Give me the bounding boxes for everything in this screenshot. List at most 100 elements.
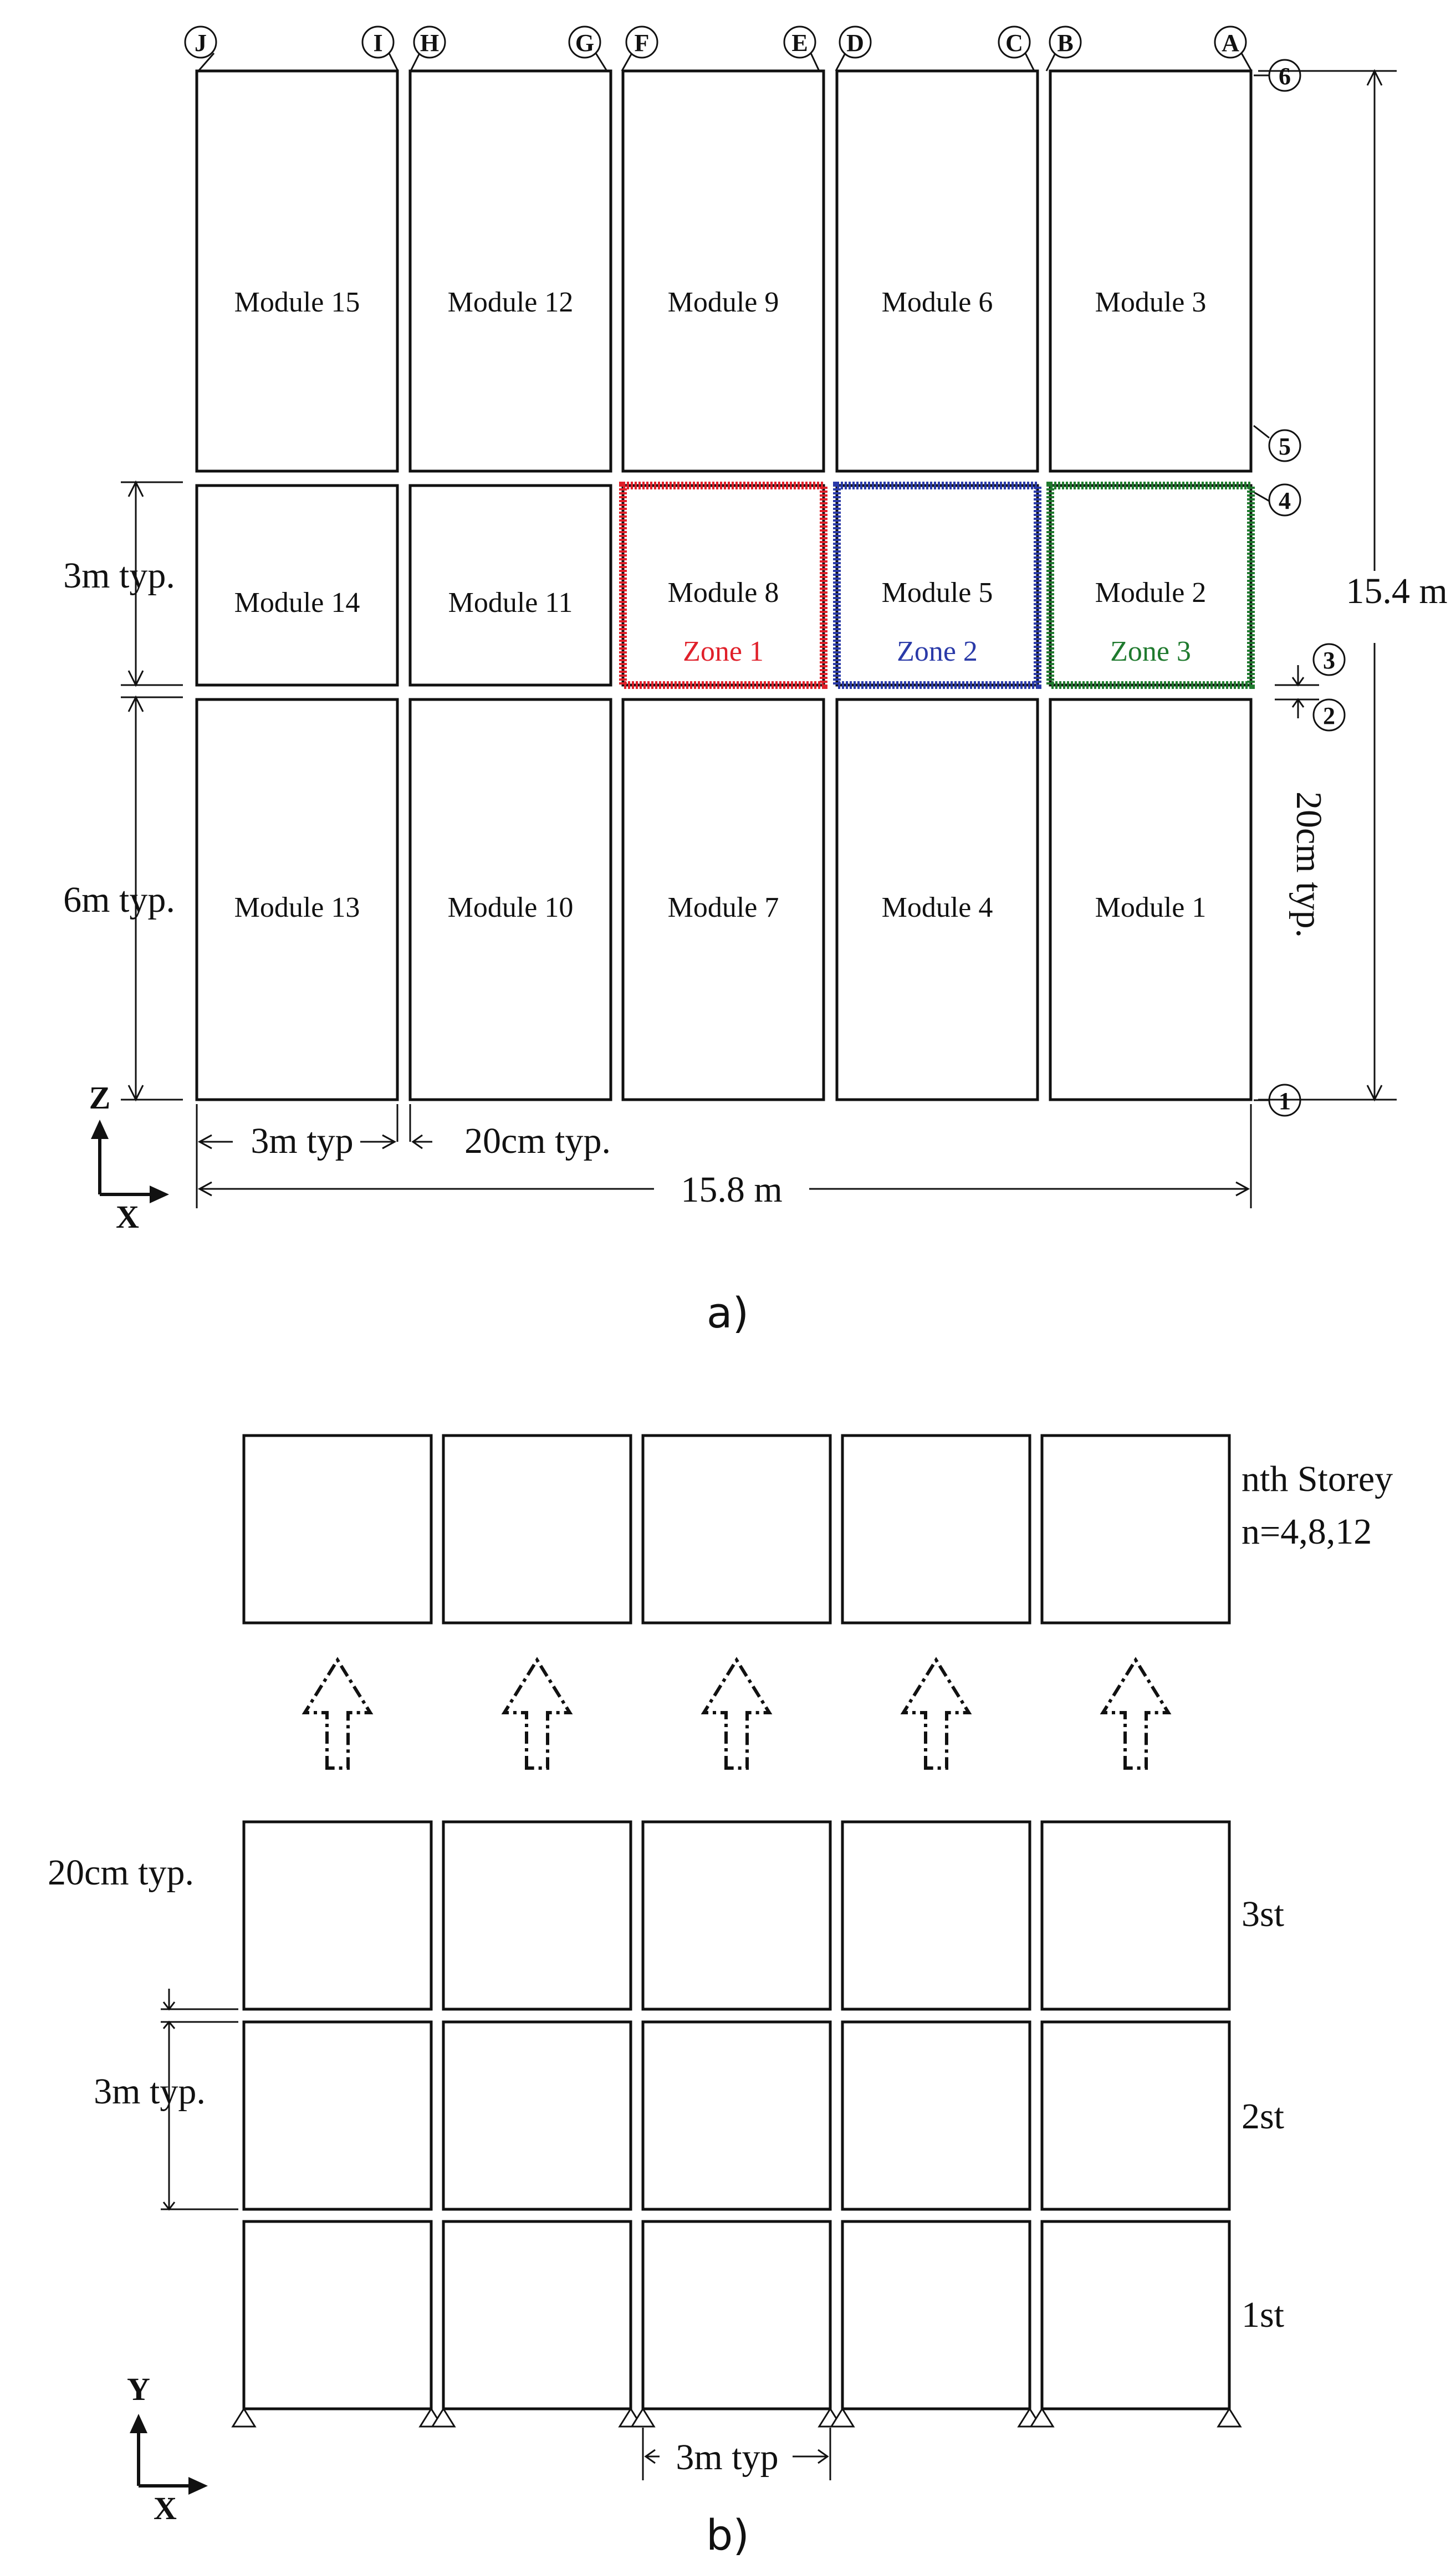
zone-1-outline — [619, 482, 827, 689]
module-2-label: Module 2 — [1095, 577, 1207, 609]
module-row-bottom — [195, 698, 1253, 1101]
storey-n-values: n=4,8,12 — [1242, 1511, 1372, 1552]
dim-3m-typ: 3m typ. — [63, 555, 175, 596]
module-7-box — [621, 698, 825, 1101]
plan-bottom-dimensions: 3m typ 20cm typ. 15.8 m — [196, 1104, 1252, 1210]
up-arrow-1 — [302, 1657, 374, 1770]
up-arrow-4 — [900, 1657, 972, 1770]
support-9 — [1029, 2407, 1055, 2428]
module-13-label: Module 13 — [234, 892, 360, 923]
grid-label-d: D — [846, 29, 864, 57]
continuation-arrows — [302, 1657, 1172, 1770]
zone-2-label: Zone 2 — [897, 636, 978, 667]
module-labels: Module 15 Module 12 Module 9 Module 6 Mo… — [234, 287, 1207, 923]
zone-3-label: Zone 3 — [1110, 636, 1191, 667]
dim-20cm-elevation: 20cm typ. — [48, 1852, 194, 1893]
grid-bubble-e: E — [783, 25, 816, 59]
storey-2-module-1 — [242, 2020, 433, 2211]
plan-axis-symbol: Z X — [89, 1080, 169, 1235]
storey-1-module-2 — [442, 2220, 632, 2410]
module-row-top — [195, 69, 1253, 473]
storey-3-module-5 — [1040, 1820, 1231, 2011]
storey-1-label: 1st — [1242, 2295, 1284, 2335]
elevation-left-dimensions: 20cm typ. 3m typ. — [48, 1852, 238, 2211]
support-3 — [431, 2407, 456, 2428]
storey-1-module-1 — [242, 2220, 433, 2410]
module-11-box — [408, 484, 612, 687]
support-7 — [830, 2407, 855, 2428]
dim-3m-bay-elevation: 3m typ — [676, 2437, 778, 2478]
module-15-box — [195, 69, 399, 473]
storey-n-module-1 — [242, 1434, 433, 1625]
grid-bubble-d: D — [839, 25, 872, 59]
storey-3-module-1 — [242, 1820, 433, 2011]
storey-2-row — [242, 2020, 1231, 2211]
module-4-box — [835, 698, 1039, 1101]
grid-label-1: 1 — [1279, 1087, 1291, 1115]
dim-3m-bay: 3m typ — [251, 1121, 353, 1161]
storey-2-module-5 — [1040, 2020, 1231, 2211]
plan-left-dimensions: 3m typ. 6m typ. — [63, 480, 183, 1102]
elevation-view: nth Storey n=4,8,12 3st 2st 1st 20cm typ… — [48, 1434, 1393, 2560]
module-6-label: Module 6 — [882, 287, 993, 318]
module-9-label: Module 9 — [668, 287, 779, 318]
storey-3-label: 3st — [1242, 1894, 1284, 1934]
module-14-label: Module 14 — [234, 587, 360, 619]
module-2-box — [1049, 484, 1253, 687]
grid-bubble-6: 6 — [1268, 59, 1301, 92]
storey-n-label: nth Storey — [1242, 1459, 1393, 1499]
module-5-box — [835, 484, 1039, 687]
zone-3-outline — [1046, 482, 1255, 689]
module-13-box — [195, 698, 399, 1101]
module-8-box — [621, 484, 825, 687]
module-15-label: Module 15 — [234, 287, 360, 318]
grid-bubble-j: J — [184, 25, 217, 59]
dim-total-width: 15.8 m — [681, 1169, 782, 1210]
storey-3-row — [242, 1820, 1231, 2011]
module-6-box — [835, 69, 1039, 473]
storey-1-module-3 — [641, 2220, 832, 2410]
support-1 — [231, 2407, 257, 2428]
storey-1-row — [242, 2220, 1231, 2410]
grid-bubble-f: F — [625, 25, 658, 59]
storey-2-module-2 — [442, 2020, 632, 2211]
grid-bubble-g: G — [568, 25, 601, 59]
support-5 — [630, 2407, 656, 2428]
up-arrow-5 — [1100, 1657, 1172, 1770]
grid-bubble-a: A — [1214, 25, 1247, 59]
module-3-label: Module 3 — [1095, 287, 1207, 318]
grid-letter-bubbles: J I H G F E D C B A — [184, 25, 1253, 71]
zone-2-outline — [833, 482, 1041, 689]
module-12-label: Module 12 — [448, 287, 574, 318]
module-10-box — [408, 698, 612, 1101]
grid-label-f: F — [635, 29, 650, 57]
support-10 — [1217, 2407, 1242, 2428]
module-9-box — [621, 69, 825, 473]
grid-label-a: A — [1222, 29, 1239, 57]
module-11-label: Module 11 — [448, 587, 573, 619]
grid-label-5: 5 — [1279, 433, 1291, 460]
module-8-label: Module 8 — [668, 577, 779, 609]
module-10-label: Module 10 — [448, 892, 574, 923]
caption-b: b) — [706, 2510, 749, 2560]
elevation-axis-symbol: Y X — [127, 2371, 208, 2526]
module-7-label: Module 7 — [668, 892, 779, 923]
axis-y-label: Y — [127, 2371, 150, 2407]
up-arrow-2 — [501, 1657, 573, 1770]
grid-bubble-5: 5 — [1268, 429, 1301, 462]
storey-2-module-4 — [841, 2020, 1031, 2211]
module-row-middle — [195, 482, 1255, 689]
grid-bubble-h: H — [413, 25, 446, 59]
grid-bubble-c: C — [998, 25, 1031, 59]
module-5-label: Module 5 — [882, 577, 993, 609]
grid-label-i: I — [373, 29, 382, 57]
grid-label-e: E — [791, 29, 808, 57]
storey-n-module-4 — [841, 1434, 1031, 1625]
plan-view: J I H G F E D C B A 6 5 4 3 2 1 — [63, 25, 1448, 1337]
grid-label-2: 2 — [1323, 702, 1335, 729]
storey-1-module-5 — [1040, 2220, 1231, 2410]
grid-bubble-b: B — [1049, 25, 1082, 59]
grid-label-4: 4 — [1279, 487, 1291, 514]
grid-label-3: 3 — [1323, 647, 1335, 674]
